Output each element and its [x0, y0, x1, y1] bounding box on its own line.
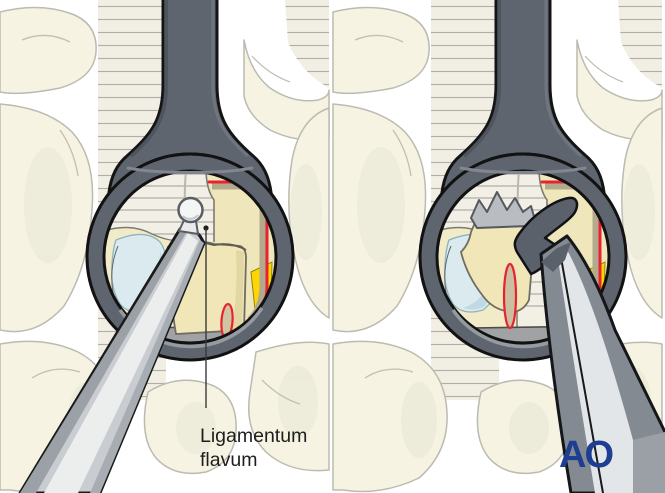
label-ligamentum-flavum: Ligamentum flavum	[200, 225, 307, 471]
leader-dot	[203, 225, 209, 231]
label-line-1: Ligamentum	[200, 425, 307, 447]
fragment-jagged-edge	[470, 191, 536, 229]
right-panel-interior-extras	[460, 191, 579, 330]
grasper-jaw	[513, 196, 579, 276]
grasper-instrument-icon	[539, 234, 665, 493]
ball-tip-probe-icon	[18, 196, 206, 493]
label-line-2: flavum	[200, 449, 257, 471]
left-panel: Ligamentum flavum	[0, 0, 330, 493]
right-panel: AO	[332, 0, 665, 493]
ao-logo: AO	[559, 434, 612, 476]
nerve-loop	[502, 262, 518, 330]
